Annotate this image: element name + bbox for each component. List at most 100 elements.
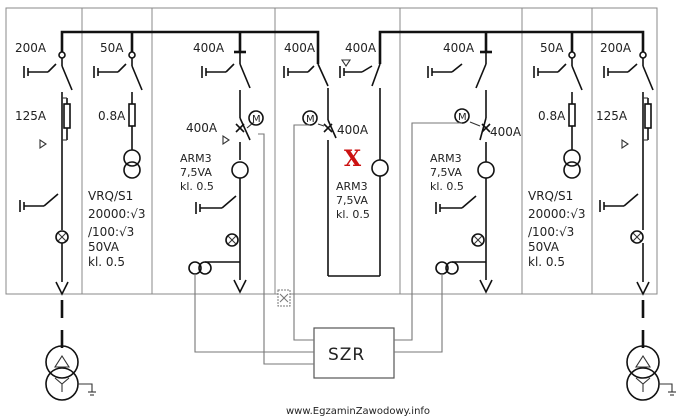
vt-left-fuse-rating: 0.8A [98, 109, 126, 123]
vt-right-switch-rating: 50A [540, 41, 564, 55]
feeder-left-breaker-rating: 400A [186, 121, 218, 135]
bus-coupler-switch-right-rating: 400A [345, 41, 377, 55]
vt-right-class: kl. 0.5 [528, 255, 565, 269]
vt-left-type: VRQ/S1 [88, 189, 133, 203]
bus-coupler-fault-mark: X [344, 146, 362, 172]
bus-coupler-breaker [327, 119, 337, 139]
incoming-left-load-switch [61, 65, 73, 91]
feeder-right-breaker [479, 117, 487, 141]
incoming-left-terminal [58, 51, 66, 59]
vt-left-switch-rating: 50A [100, 41, 124, 55]
supply-transformer-right-icon [626, 345, 676, 401]
feeder-right-bay: 400A 400A M ARM3 7,5VA kl. 0.5 [427, 41, 522, 294]
bus-coupler-current-transformer [371, 159, 389, 177]
left-busbar [60, 30, 320, 64]
incoming-right-fuse-rating: 125A [596, 109, 628, 123]
incoming-right-load-switch [642, 65, 654, 91]
vt-right-ratio-2: /100:√3 [528, 225, 574, 239]
feeder-right-motor-icon: M [454, 108, 470, 124]
bus-coupler-ct-power: 7,5VA [336, 194, 368, 207]
incoming-right-voltage-indicator [630, 230, 644, 244]
incoming-left-bay: 200A 125A [15, 41, 73, 296]
feeder-left-cable-end [233, 279, 247, 294]
incoming-right-earthing-switch-top [603, 63, 638, 78]
incoming-left-arrow-marker [39, 138, 47, 150]
feeder-left-ct-power: 7,5VA [180, 166, 212, 179]
incoming-right-earthing-switch-bottom [599, 193, 639, 212]
incoming-left-switch-rating: 200A [15, 41, 47, 55]
bus-coupler-motor-icon: M [302, 110, 318, 126]
feeder-left-motor-label: M [252, 114, 261, 125]
feeder-right-voltage-indicator [471, 233, 485, 247]
feeder-right-ct-type: ARM3 [430, 152, 462, 165]
control-wiring [194, 122, 462, 365]
bus-coupler-left-disconnector [317, 63, 329, 87]
bus-coupler-switch-left-rating: 400A [284, 41, 316, 55]
feeder-left-ct-type: ARM3 [180, 152, 212, 165]
vt-left-earthing-switch [93, 63, 127, 78]
vt-left-class: kl. 0.5 [88, 255, 125, 269]
vt-left-fuse [128, 103, 136, 127]
szr-controller: SZR [313, 327, 395, 379]
vt-right-earthing-switch [533, 63, 567, 78]
incoming-left-fuse-rating: 125A [15, 109, 47, 123]
vt-left-bay: 50A 0.8A VRQ/S1 20000:√3 /100:√3 50VA kl… [88, 41, 146, 269]
feeder-left-earthing-switch-bottom [195, 195, 237, 214]
incoming-right-fuse [644, 103, 652, 129]
panel-frame [5, 7, 658, 295]
bus-coupler-bay: 400A 400A 400A M X [283, 41, 389, 277]
bus-coupler-breaker-rating: 400A [337, 123, 369, 137]
junction-marker-icon [277, 289, 291, 307]
incoming-right-arrow-marker [621, 138, 629, 150]
bus-coupler-right-disconnector [371, 63, 381, 87]
feeder-left-cable-ct [188, 261, 212, 275]
vt-right-switch [571, 65, 583, 91]
feeder-right-motor-label: M [458, 112, 467, 123]
feeder-left-earthing-switch-top [201, 63, 235, 78]
feeder-right-ct-class: kl. 0.5 [430, 180, 464, 193]
bus-coupler-motor-label: M [306, 114, 315, 125]
feeder-right-switch-rating: 400A [443, 41, 475, 55]
bus-coupler-ct-type: ARM3 [336, 180, 368, 193]
incoming-left-earthing-switch-bottom [19, 193, 59, 212]
feeder-right-ct-power: 7,5VA [430, 166, 462, 179]
watermark-text: www.EgzaminZawodowy.info [286, 406, 430, 417]
feeder-right-cable-ct [435, 261, 459, 275]
feeder-left-voltage-indicator [225, 233, 239, 247]
vt-right-fuse [568, 103, 576, 127]
feeder-left-bay: 400A 400A M ARM3 7,5VA kl. 0.5 [180, 41, 264, 294]
vt-left-power: 50VA [88, 240, 120, 254]
feeder-left-arrow-marker [222, 134, 230, 146]
feeder-left-switch-rating: 400A [193, 41, 225, 55]
szr-controller-label: SZR [328, 345, 365, 365]
feeder-right-breaker-rating: 400A [490, 125, 522, 139]
incoming-right-switch-rating: 200A [600, 41, 632, 55]
vt-right-ratio-1: 20000:√3 [528, 207, 586, 221]
incoming-right-bay: 200A 125A [596, 41, 654, 296]
vt-left-transformer-icon [123, 149, 141, 179]
feeder-left-motor-icon: M [248, 110, 264, 126]
feeder-right-earthing-switch-bottom [435, 195, 477, 214]
vt-right-bay: 50A 0.8A VRQ/S1 20000:√3 /100:√3 50VA kl… [528, 41, 586, 269]
feeder-left-current-transformer [231, 161, 249, 179]
vt-right-transformer-icon [563, 149, 581, 179]
incoming-left-fuse [63, 103, 71, 129]
incoming-left-voltage-indicator [55, 230, 69, 244]
feeder-left-breaker [239, 117, 251, 141]
vt-right-power: 50VA [528, 240, 560, 254]
vt-left-switch [131, 65, 143, 91]
vt-left-ratio-1: 20000:√3 [88, 207, 146, 221]
feeder-right-earthing-switch-top [427, 63, 463, 78]
vt-right-fuse-rating: 0.8A [538, 109, 566, 123]
bus-coupler-ct-class: kl. 0.5 [336, 208, 370, 221]
vt-right-type: VRQ/S1 [528, 189, 573, 203]
feeder-right-current-transformer [477, 161, 495, 179]
supply-transformer-left-icon [45, 345, 96, 401]
feeder-left-disconnector [239, 63, 251, 89]
bus-coupler-earthing-switch-left [283, 65, 315, 78]
feeder-left-ct-class: kl. 0.5 [180, 180, 214, 193]
bus-coupler-earthing-switch-right [339, 65, 373, 78]
bus-coupler-arrow-marker [340, 59, 352, 67]
incoming-right-cable-end [636, 281, 650, 296]
